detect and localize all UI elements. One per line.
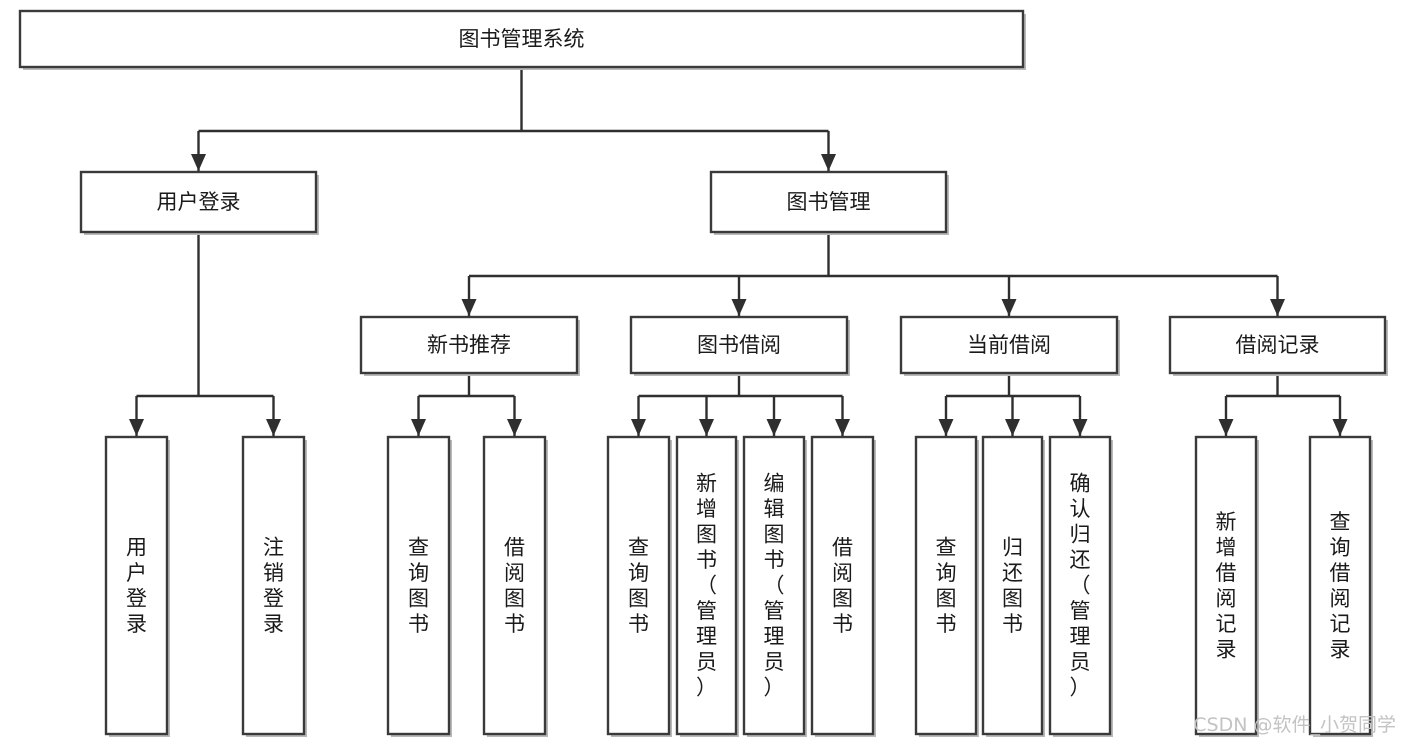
arrow-head-icon bbox=[411, 419, 426, 436]
nodes-layer: 图书管理系统用户登录用户登录注销登录图书管理新书推荐查询图书借阅图书图书借阅查询… bbox=[18, 9, 1388, 737]
node-box-outline bbox=[606, 435, 671, 736]
node-user-login[interactable]: 用户登录 bbox=[79, 170, 319, 235]
node-record-add[interactable]: 新增借阅记录 bbox=[1194, 435, 1259, 737]
node-record-query[interactable]: 查询借阅记录 bbox=[1308, 435, 1373, 737]
node-box-outline bbox=[1308, 435, 1372, 736]
node-box-outline bbox=[914, 435, 978, 736]
node-label-borrow-edit-book: 编辑图书（管理员） bbox=[764, 472, 785, 700]
arrow-head-icon bbox=[1270, 299, 1285, 316]
node-box-outline bbox=[981, 435, 1044, 736]
node-new-book-recommend[interactable]: 新书推荐 bbox=[359, 315, 580, 376]
node-book-borrow[interactable]: 图书借阅 bbox=[629, 315, 850, 376]
node-box-outline bbox=[386, 435, 451, 736]
node-label-user-logout-leaf: 注销登录 bbox=[263, 535, 284, 636]
node-recommend-query-book[interactable]: 查询图书 bbox=[386, 435, 452, 737]
node-borrow-edit-book[interactable]: 编辑图书（管理员） bbox=[742, 435, 807, 737]
arrow-head-icon bbox=[835, 419, 850, 436]
node-box-outline bbox=[1048, 435, 1112, 736]
arrow-head-icon bbox=[938, 419, 954, 436]
node-label-borrow-add-book: 新增图书（管理员） bbox=[696, 472, 717, 700]
node-label-record-add: 新增借阅记录 bbox=[1216, 510, 1237, 662]
node-recommend-borrow-book[interactable]: 借阅图书 bbox=[482, 435, 548, 737]
arrow-head-icon bbox=[731, 299, 747, 316]
arrow-head-icon bbox=[507, 419, 522, 436]
arrow-head-icon bbox=[821, 154, 836, 171]
node-book-management[interactable]: 图书管理 bbox=[709, 170, 949, 235]
arrow-head-icon bbox=[1332, 419, 1348, 436]
node-current-query-book[interactable]: 查询图书 bbox=[914, 435, 979, 737]
arrow-head-icon bbox=[129, 419, 144, 436]
arrow-head-icon bbox=[461, 299, 477, 316]
node-label-borrow-query-book: 查询图书 bbox=[628, 535, 649, 636]
node-box-outline bbox=[1168, 315, 1387, 375]
node-label-record-query: 查询借阅记录 bbox=[1330, 510, 1351, 662]
node-label-borrow-borrow-book: 借阅图书 bbox=[832, 535, 853, 636]
node-label-recommend-query-book: 查询图书 bbox=[408, 535, 429, 636]
node-borrow-query-book[interactable]: 查询图书 bbox=[606, 435, 672, 737]
node-box-outline bbox=[675, 435, 738, 736]
arrow-head-icon bbox=[1218, 419, 1234, 436]
arrow-head-icon bbox=[1072, 419, 1088, 436]
arrow-head-icon bbox=[631, 419, 646, 436]
node-label-new-book-recommend: 新书推荐 bbox=[427, 333, 511, 357]
node-label-current-query-book: 查询图书 bbox=[936, 535, 957, 636]
node-box-outline bbox=[629, 315, 849, 375]
node-box-outline bbox=[1194, 435, 1258, 736]
arrow-head-icon bbox=[699, 419, 714, 436]
node-box-outline bbox=[104, 435, 169, 736]
connectors-layer bbox=[129, 67, 1348, 436]
node-current-confirm-return[interactable]: 确认归还（管理员） bbox=[1048, 435, 1113, 737]
arrow-head-icon bbox=[1001, 299, 1017, 316]
node-root[interactable]: 图书管理系统 bbox=[18, 9, 1026, 70]
node-label-root: 图书管理系统 bbox=[459, 27, 585, 51]
node-label-current-confirm-return: 确认归还（管理员） bbox=[1070, 472, 1091, 700]
arrow-head-icon bbox=[266, 419, 281, 436]
arrow-head-icon bbox=[766, 419, 782, 436]
node-label-user-login: 用户登录 bbox=[157, 190, 241, 214]
node-borrow-records[interactable]: 借阅记录 bbox=[1168, 315, 1388, 376]
node-box-outline bbox=[18, 9, 1025, 69]
node-box-outline bbox=[709, 170, 948, 234]
node-user-logout-leaf[interactable]: 注销登录 bbox=[241, 435, 307, 737]
node-box-outline bbox=[79, 170, 318, 234]
node-box-outline bbox=[899, 315, 1119, 375]
node-label-borrow-records: 借阅记录 bbox=[1236, 333, 1320, 357]
node-current-borrow[interactable]: 当前借阅 bbox=[899, 315, 1120, 376]
node-user-login-leaf[interactable]: 用户登录 bbox=[104, 435, 170, 737]
node-box-outline bbox=[742, 435, 806, 736]
node-box-outline bbox=[810, 435, 875, 736]
node-label-current-return-book: 归还图书 bbox=[1002, 535, 1023, 636]
arrow-head-icon bbox=[191, 154, 206, 171]
node-box-outline bbox=[482, 435, 547, 736]
node-label-book-borrow: 图书借阅 bbox=[697, 333, 781, 357]
node-borrow-add-book[interactable]: 新增图书（管理员） bbox=[675, 435, 739, 737]
node-borrow-borrow-book[interactable]: 借阅图书 bbox=[810, 435, 876, 737]
node-box-outline bbox=[241, 435, 306, 736]
node-label-book-management: 图书管理 bbox=[787, 190, 871, 214]
node-label-current-borrow: 当前借阅 bbox=[967, 333, 1051, 357]
node-box-outline bbox=[359, 315, 579, 375]
node-current-return-book[interactable]: 归还图书 bbox=[981, 435, 1045, 737]
node-label-user-login-leaf: 用户登录 bbox=[126, 535, 147, 636]
csdn-watermark: CSDN @软件_小贺同学 bbox=[1193, 714, 1396, 736]
arrow-head-icon bbox=[1005, 419, 1020, 436]
node-label-recommend-borrow-book: 借阅图书 bbox=[504, 535, 525, 636]
